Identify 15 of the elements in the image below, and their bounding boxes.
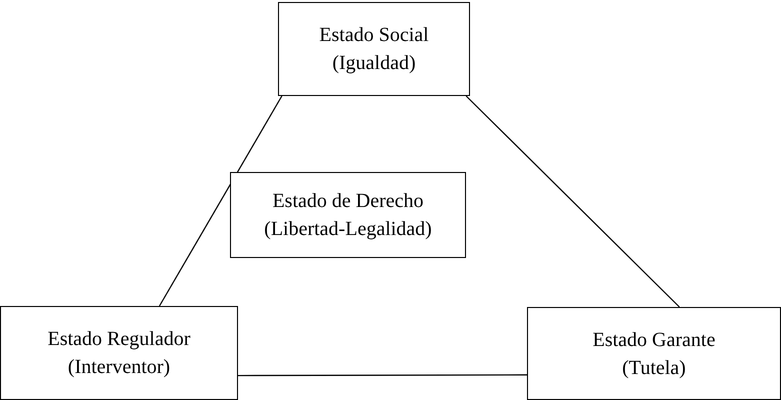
node-title: Estado de Derecho	[272, 189, 424, 214]
node-title: Estado Regulador	[48, 327, 190, 352]
text-box	[230, 172, 466, 258]
node-subtitle: (Igualdad)	[332, 51, 416, 76]
connector-line	[158, 96, 282, 306]
node-title: Estado Garante	[592, 328, 716, 352]
node-title: Estado Social	[319, 23, 429, 48]
node-subtitle: (Libertad-Legalidad)	[264, 217, 432, 242]
node-subtitle: (Tutela)	[622, 356, 686, 380]
text-box	[278, 2, 470, 96]
connector-line	[466, 96, 680, 308]
node-subtitle: (Interventor)	[68, 355, 170, 380]
text-box	[527, 307, 781, 400]
text-box	[0, 306, 238, 400]
connector-line	[238, 374, 527, 376]
